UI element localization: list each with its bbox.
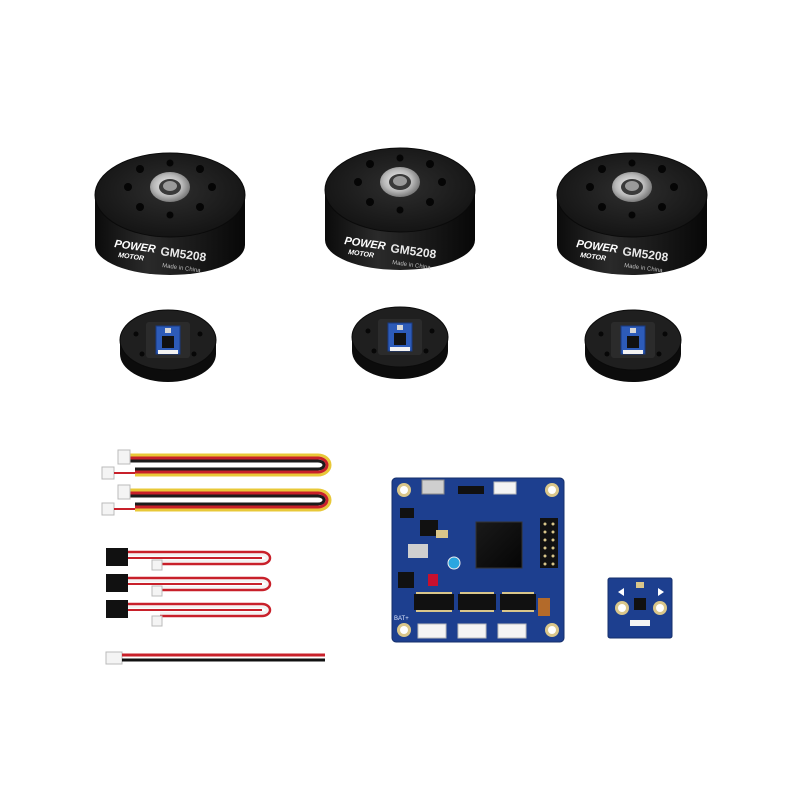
controller-board: BAT+	[391, 477, 565, 643]
motor-brand-bottom: MOTOR	[580, 252, 607, 263]
cable-loop-1	[101, 449, 332, 480]
motor-connector	[497, 623, 527, 639]
connector-plug	[151, 559, 163, 571]
motor-model-label: GM5208	[160, 244, 208, 264]
connector-plug	[151, 585, 163, 597]
motor-brand-bottom: MOTOR	[348, 249, 375, 260]
connector-plug	[117, 484, 131, 500]
motor-connector	[457, 623, 487, 639]
servo-cable-1	[106, 548, 272, 571]
motor-brand-bottom: MOTOR	[118, 252, 145, 263]
imu-board	[607, 577, 673, 639]
motor-made-in-label: Made in China	[162, 263, 202, 274]
arrow-right-icon	[658, 588, 664, 596]
imu-chip	[634, 598, 646, 610]
connector-plug	[151, 615, 163, 627]
cable-loop-2	[101, 484, 332, 516]
servo-connector	[106, 548, 128, 566]
encoder-cap-1	[119, 309, 217, 382]
servo-connector	[106, 600, 128, 618]
servo-connector	[106, 574, 128, 592]
motor-2: POWER MOTOR GM5208 Made in China	[324, 147, 476, 271]
motor-model-label: GM5208	[622, 244, 670, 264]
motor-model-label: GM5208	[390, 241, 438, 261]
connector-plug	[101, 466, 115, 480]
motor-1: POWER MOTOR GM5208 Made in China	[94, 152, 246, 275]
servo-cable-2	[106, 574, 272, 597]
motor-3: POWER MOTOR GM5208 Made in China	[556, 152, 708, 275]
motor-brand-top: POWER	[576, 238, 619, 256]
encoder-board-icon	[620, 325, 646, 355]
mcu-chip	[475, 521, 523, 569]
connector-plug	[117, 449, 131, 465]
motor-made-in-label: Made in China	[624, 263, 664, 274]
arrow-left-icon	[618, 588, 624, 596]
bat-label: BAT+	[394, 616, 409, 622]
motor-brand-top: POWER	[114, 238, 157, 256]
indicator-led	[447, 556, 461, 570]
connector-plug	[105, 651, 123, 665]
servo-cable-3	[106, 600, 272, 627]
encoder-board-icon	[387, 322, 413, 352]
encoder-board-icon	[155, 325, 181, 355]
power-cable	[105, 651, 325, 665]
usb-port-icon	[421, 479, 445, 495]
encoder-cap-2	[351, 306, 449, 379]
motor-made-in-label: Made in China	[392, 260, 432, 271]
motor-brand-top: POWER	[344, 235, 387, 253]
connector-plug	[101, 502, 115, 516]
motor-connector	[417, 623, 447, 639]
encoder-cap-3	[584, 309, 682, 382]
